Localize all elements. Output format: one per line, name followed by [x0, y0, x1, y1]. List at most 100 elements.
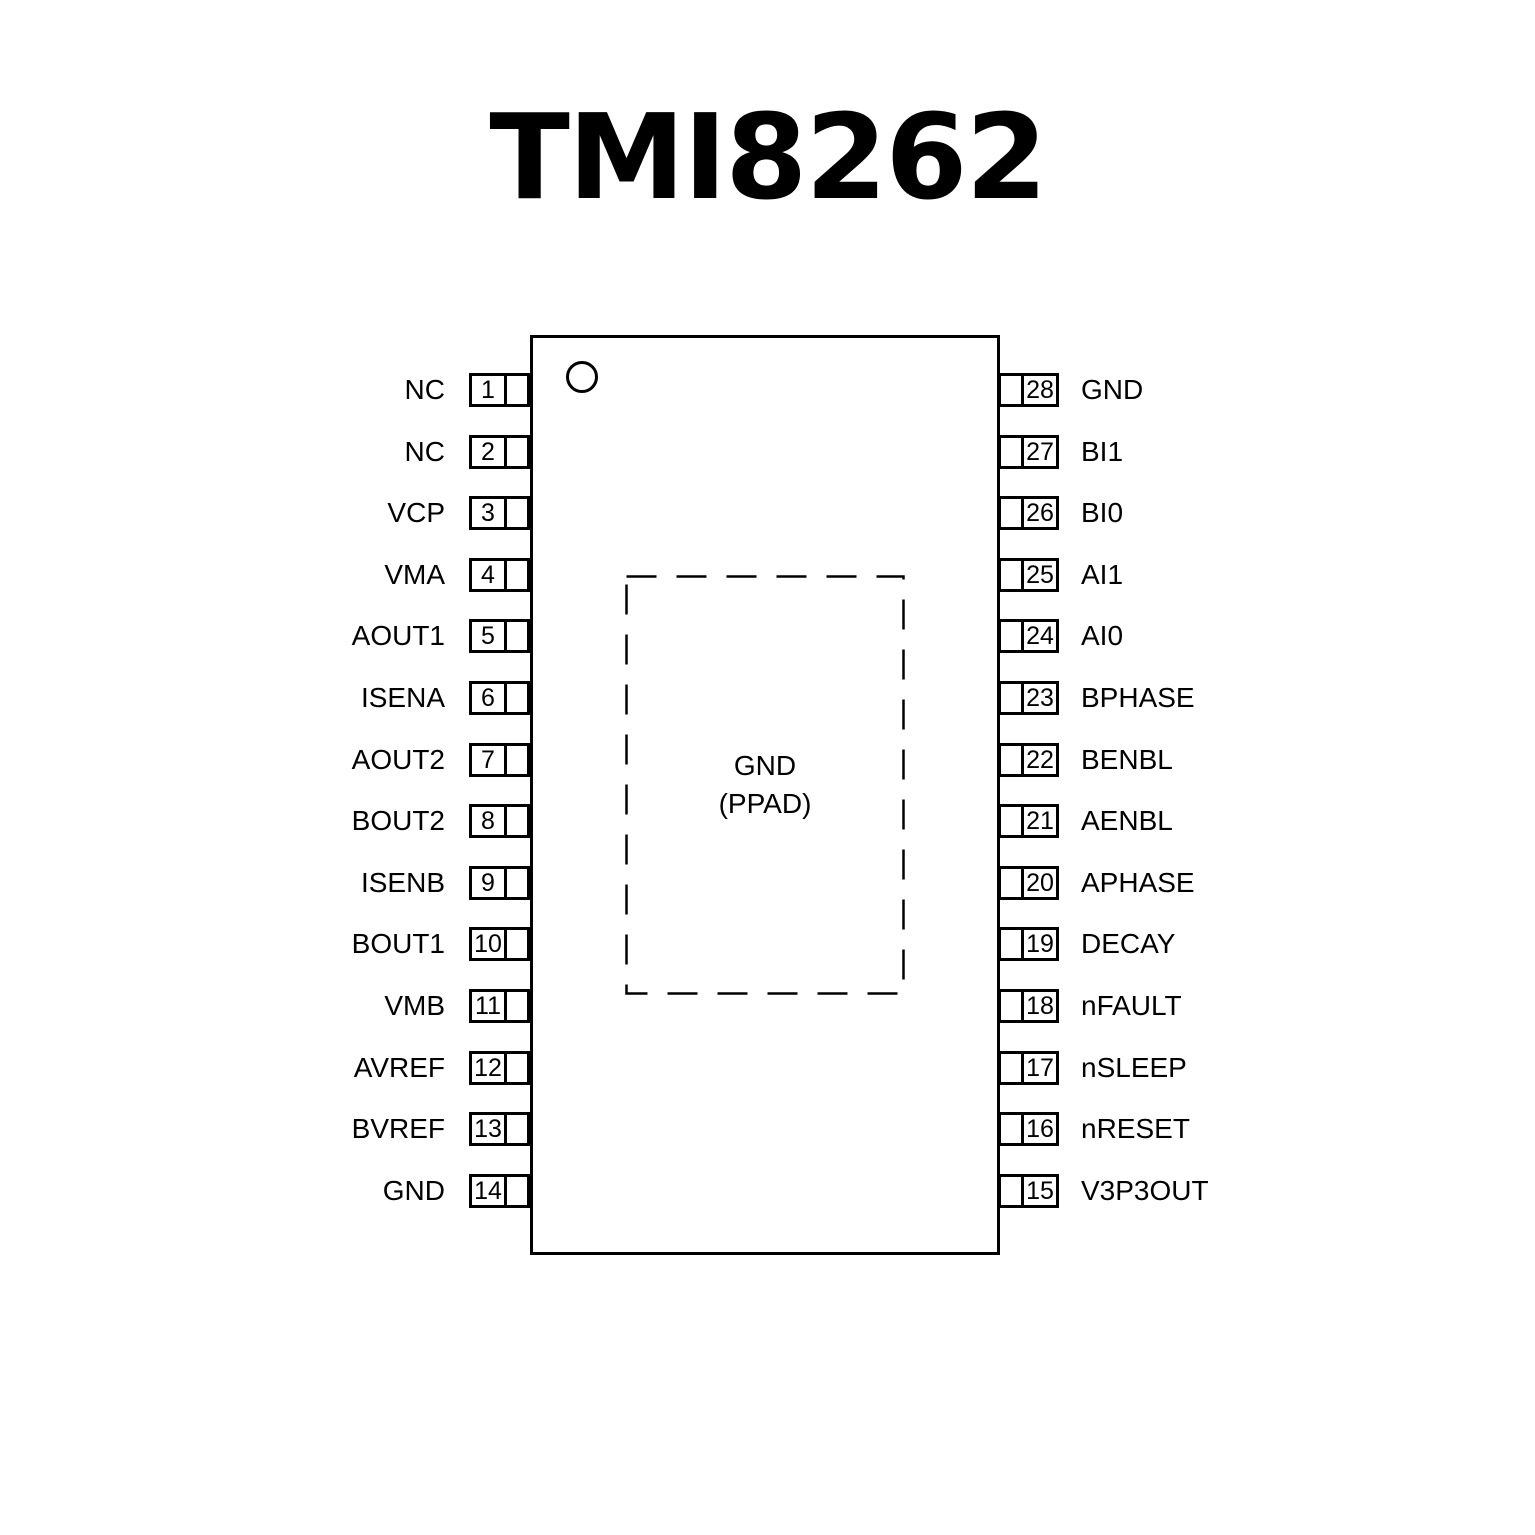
ppad-label-line2: (PPAD) [718, 788, 812, 819]
pin-stub-1 [507, 373, 530, 407]
pin-stub-11 [507, 989, 530, 1023]
ppad-label: GND (PPAD) [625, 575, 905, 995]
pin-row-20: 20 APHASE [998, 866, 1195, 900]
pin-row-23: 23 BPHASE [998, 681, 1195, 715]
pin-label-1: NC [404, 374, 445, 405]
pin-stub-5 [507, 619, 530, 653]
pin-label-4: VMA [384, 559, 445, 590]
pin-label-10: BOUT1 [351, 928, 445, 959]
pin-number-10: 10 [469, 927, 507, 961]
pin-stub-7 [507, 743, 530, 777]
pin-row-10: BOUT1 10 [352, 927, 530, 961]
pin-label-9: ISENB [360, 867, 445, 898]
ppad-region: GND (PPAD) [625, 575, 905, 995]
pin-number-3: 3 [469, 496, 507, 530]
pin-stub-17 [998, 1051, 1021, 1085]
pin-number-28: 28 [1021, 373, 1059, 407]
pin-stub-15 [998, 1174, 1021, 1208]
pin-number-27: 27 [1021, 435, 1059, 469]
pin-label-12: AVREF [353, 1052, 445, 1083]
pin-stub-26 [998, 496, 1021, 530]
chip-title: TMI8262 [489, 88, 1047, 226]
pin-row-19: 19 DECAY [998, 927, 1175, 961]
pin-label-17: nSLEEP [1081, 1052, 1187, 1083]
pin-label-20: APHASE [1081, 867, 1195, 898]
pin-number-14: 14 [469, 1174, 507, 1208]
pin-label-13: BVREF [351, 1113, 445, 1144]
pin-number-20: 20 [1021, 866, 1059, 900]
pin-stub-18 [998, 989, 1021, 1023]
pin-label-7: AOUT2 [351, 744, 445, 775]
pin-stub-22 [998, 743, 1021, 777]
pin-row-24: 24 AI0 [998, 619, 1123, 653]
pin-label-21: AENBL [1081, 805, 1173, 836]
pin-stub-20 [998, 866, 1021, 900]
pin-row-3: VCP 3 [387, 496, 530, 530]
pin-stub-28 [998, 373, 1021, 407]
pin-stub-19 [998, 927, 1021, 961]
ppad-label-line1: GND [733, 750, 797, 782]
pin-label-23: BPHASE [1081, 682, 1195, 713]
pin-label-3: VCP [387, 497, 445, 528]
pin-stub-24 [998, 619, 1021, 653]
pin-row-28: 28 GND [998, 373, 1143, 407]
pin-number-1: 1 [469, 373, 507, 407]
pin-stub-4 [507, 558, 530, 592]
pin-stub-8 [507, 804, 530, 838]
pin-stub-14 [507, 1174, 530, 1208]
pin-row-15: 15 V3P3OUT [998, 1174, 1209, 1208]
pin-stub-9 [507, 866, 530, 900]
pin-label-19: DECAY [1081, 928, 1176, 959]
pin-stub-23 [998, 681, 1021, 715]
pin-stub-6 [507, 681, 530, 715]
pin-row-4: VMA 4 [384, 558, 530, 592]
pin-label-18: nFAULT [1081, 990, 1182, 1021]
chip-body [530, 335, 1000, 1255]
pin-row-7: AOUT2 7 [352, 743, 530, 777]
ppad-dashed-border [625, 575, 905, 995]
pin-row-22: 22 BENBL [998, 743, 1173, 777]
pin-label-2: NC [404, 436, 445, 467]
pin-stub-21 [998, 804, 1021, 838]
pin-stub-2 [507, 435, 530, 469]
pin-label-8: BOUT2 [351, 805, 445, 836]
pin-row-11: VMB 11 [384, 989, 530, 1023]
pin-stub-12 [507, 1051, 530, 1085]
pin-label-25: AI1 [1081, 559, 1124, 590]
pin-stub-27 [998, 435, 1021, 469]
pin-number-11: 11 [469, 989, 507, 1023]
pin-number-22: 22 [1021, 743, 1059, 777]
pin-number-19: 19 [1021, 927, 1059, 961]
pin-number-23: 23 [1021, 681, 1059, 715]
pin-number-17: 17 [1021, 1051, 1059, 1085]
pin-number-4: 4 [469, 558, 507, 592]
pin-label-22: BENBL [1081, 744, 1173, 775]
pin-label-24: AI0 [1081, 620, 1124, 651]
pin-number-26: 26 [1021, 496, 1059, 530]
pin-label-16: nRESET [1081, 1113, 1190, 1144]
pin-number-16: 16 [1021, 1112, 1059, 1146]
pin-number-24: 24 [1021, 619, 1059, 653]
pin-row-16: 16 nRESET [998, 1112, 1190, 1146]
pin-stub-25 [998, 558, 1021, 592]
pin-label-11: VMB [384, 990, 445, 1021]
pin-number-5: 5 [469, 619, 507, 653]
pin-row-17: 17 nSLEEP [998, 1051, 1187, 1085]
pin-number-15: 15 [1021, 1174, 1059, 1208]
pin-label-15: V3P3OUT [1081, 1175, 1209, 1206]
pin-label-6: ISENA [360, 682, 445, 713]
pin-number-7: 7 [469, 743, 507, 777]
pin-label-28: GND [1081, 374, 1144, 405]
